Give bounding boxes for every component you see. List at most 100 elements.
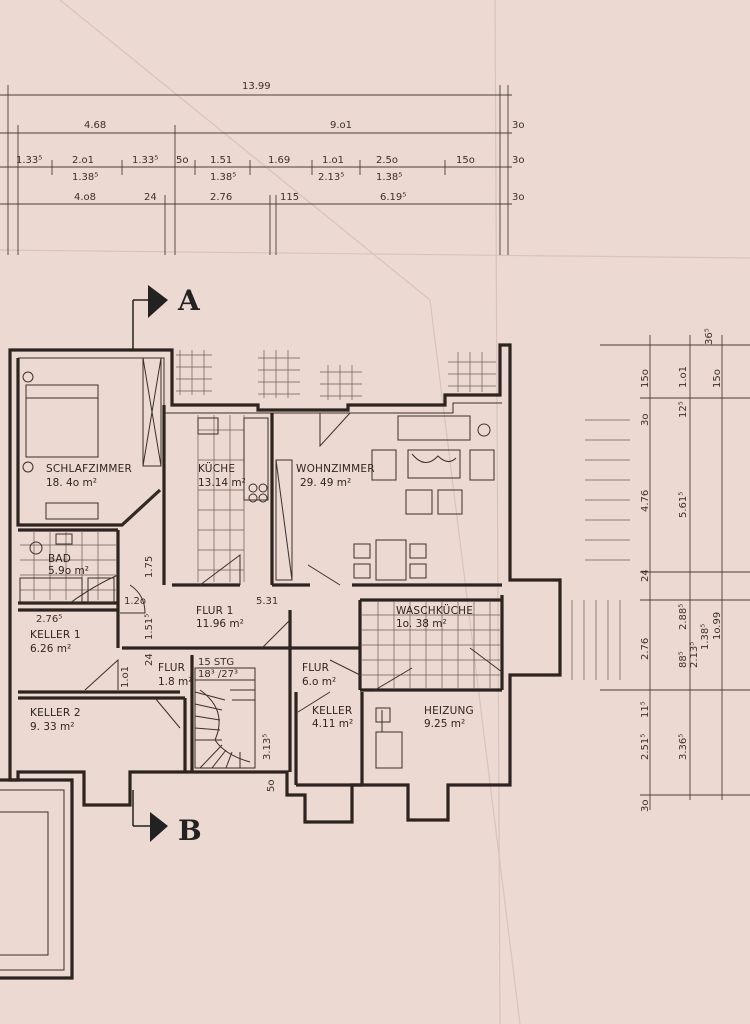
room-name-flur-right: FLUR [302, 662, 329, 674]
yard-outline [0, 778, 74, 980]
room-area-flur-small: 1.8 m² [158, 676, 192, 688]
room-name-keller1: KELLER 1 [30, 629, 81, 641]
rdim-c1-8: 3o [640, 800, 651, 812]
dim-row3-11: 2.5o [376, 155, 398, 166]
dim-row3-3: 1.38⁵ [72, 172, 98, 183]
dim-175: 1.75 [144, 556, 155, 578]
grid-1 [176, 350, 212, 395]
dim-row2-3: 3o [512, 120, 524, 131]
room-area-flur1: 11.96 m² [196, 618, 244, 630]
armchair-right [469, 449, 495, 481]
stairs [194, 667, 256, 769]
armchair-left [371, 449, 397, 481]
wardrobe [142, 357, 162, 467]
rdim-c2-3: 5.61⁵ [678, 492, 689, 518]
dim-row3-14: 3o [512, 155, 524, 166]
rdim-c1-3: 4.76 [640, 490, 651, 512]
dim-row4-3: 2.76 [210, 192, 232, 203]
rdim-c3-2: 15o [712, 369, 723, 388]
dim-151: 1.51⁵ [144, 614, 155, 640]
room-area-wohnzimmer: 29. 49 m² [300, 477, 351, 489]
dim-row3-4: 1.33⁵ [132, 155, 158, 166]
rdim-c1-4: 24 [640, 569, 651, 582]
room-name-waschkueche: WASCHKÜCHE [396, 604, 473, 617]
rdim-c3-4: 1o.99 [712, 612, 723, 640]
section-label-a: A [177, 284, 201, 317]
room-name-flur1: FLUR 1 [196, 605, 234, 617]
room-area-keller1: 6.26 m² [30, 643, 71, 655]
waschkueche-tiles [362, 602, 500, 688]
rdim-c3-1: 36⁵ [704, 328, 715, 345]
dim-stair-ratio: 18³ /27³ [198, 669, 238, 680]
dim-keller1-width: 2.76⁵ [36, 614, 62, 625]
rdim-c3-3: 1.38⁵ [700, 624, 711, 650]
hatch-grids [20, 350, 630, 688]
dining-table [375, 539, 407, 581]
bed [25, 384, 99, 458]
room-area-keller-small: 4.11 m² [312, 718, 353, 730]
bath-tiles [20, 532, 116, 600]
dim-total: 13.99 [242, 81, 271, 92]
right-col3: 36⁵ 15o 1.38⁵ 1o.99 [700, 328, 723, 650]
rdim-c1-6: 11⁵ [640, 701, 651, 718]
dim-row4-1: 4.o8 [74, 192, 96, 203]
grid-3 [320, 365, 362, 400]
inner-dimensions: 2.76⁵ 1.2o 5.31 15 STG 18³ /27³ 3.13⁵ 1.… [36, 556, 278, 792]
room-labels: SCHLAFZIMMER 18. 4o m² KÜCHE 13.14 m² WO… [30, 462, 474, 733]
section-marker-b: B [132, 790, 202, 847]
dim-24: 24 [144, 653, 155, 666]
dim-row2-1: 4.68 [84, 120, 106, 131]
room-area-heizung: 9.25 m² [424, 718, 465, 730]
bathtub [19, 577, 83, 603]
dim-row3-9: 1.o1 [322, 155, 344, 166]
grid-4 [448, 352, 496, 392]
rdim-c2-1: 1.o1 [678, 366, 689, 388]
dim-row3-2: 2.o1 [72, 155, 94, 166]
dim-stair-len: 3.13⁵ [262, 734, 273, 760]
grid-2 [258, 350, 300, 398]
dim-50: 5o [266, 780, 277, 792]
dim-row3-7: 1.38⁵ [210, 172, 236, 183]
dim-101: 1.o1 [120, 666, 131, 688]
dim-row4-6: 3o [512, 192, 524, 203]
room-name-bad: BAD [48, 553, 71, 565]
section-marker-a: A [132, 284, 201, 350]
dim-row4-5: 6.19⁵ [380, 192, 406, 203]
room-name-heizung: HEIZUNG [424, 705, 474, 717]
top-dimension-chains: 13.99 4.68 9.o1 3o 1.33⁵ 2.o1 1.38⁵ 1.33… [0, 81, 524, 255]
rdim-c2-2: 12⁵ [678, 401, 689, 418]
sofa [397, 415, 471, 441]
dim-row4-2: 24 [144, 192, 157, 203]
dim-row3-13: 15o [456, 155, 475, 166]
right-dimension-chains: 15o 3o 4.76 24 2.76 11⁵ 2.51⁵ 3o 1.o1 12… [600, 328, 750, 812]
right-col1: 15o 3o 4.76 24 2.76 11⁵ 2.51⁵ 3o [640, 369, 651, 812]
rdim-c1-5: 2.76 [640, 638, 651, 660]
boiler [375, 731, 403, 769]
rdim-c2-4: 2.88⁵ [678, 604, 689, 630]
door-swings [69, 412, 503, 729]
rdim-c1-2: 3o [640, 414, 651, 426]
room-area-waschkueche: 1o. 38 m² [396, 618, 447, 630]
dim-row3-5: 5o [176, 155, 188, 166]
dim-flur-width: 5.31 [256, 596, 278, 607]
room-name-schlafzimmer: SCHLAFZIMMER [46, 463, 132, 475]
right-col2: 1.o1 12⁵ 5.61⁵ 2.88⁵ 88⁵ 2.13⁵ 3.36⁵ [678, 366, 700, 760]
rdim-c2-7: 3.36⁵ [678, 734, 689, 760]
room-area-kueche: 13.14 m² [198, 477, 246, 489]
furniture [19, 357, 495, 769]
kitchen-counter [243, 417, 269, 501]
dim-row3-1: 1.33⁵ [16, 155, 42, 166]
rdim-c1-7: 2.51⁵ [640, 734, 651, 760]
dim-row3-6: 1.51 [210, 155, 232, 166]
dim-row3-8: 1.69 [268, 155, 290, 166]
dim-stair: 15 STG [198, 657, 234, 668]
dim-row2-2: 9.o1 [330, 120, 352, 131]
coffee-table [407, 449, 461, 479]
room-name-keller-small: KELLER [312, 705, 352, 717]
room-area-bad: 5.9o m² [48, 565, 89, 577]
room-area-keller2: 9. 33 m² [30, 721, 75, 733]
dim-row4-4: 115 [280, 192, 299, 203]
dim-row3-12: 1.38⁵ [376, 172, 402, 183]
